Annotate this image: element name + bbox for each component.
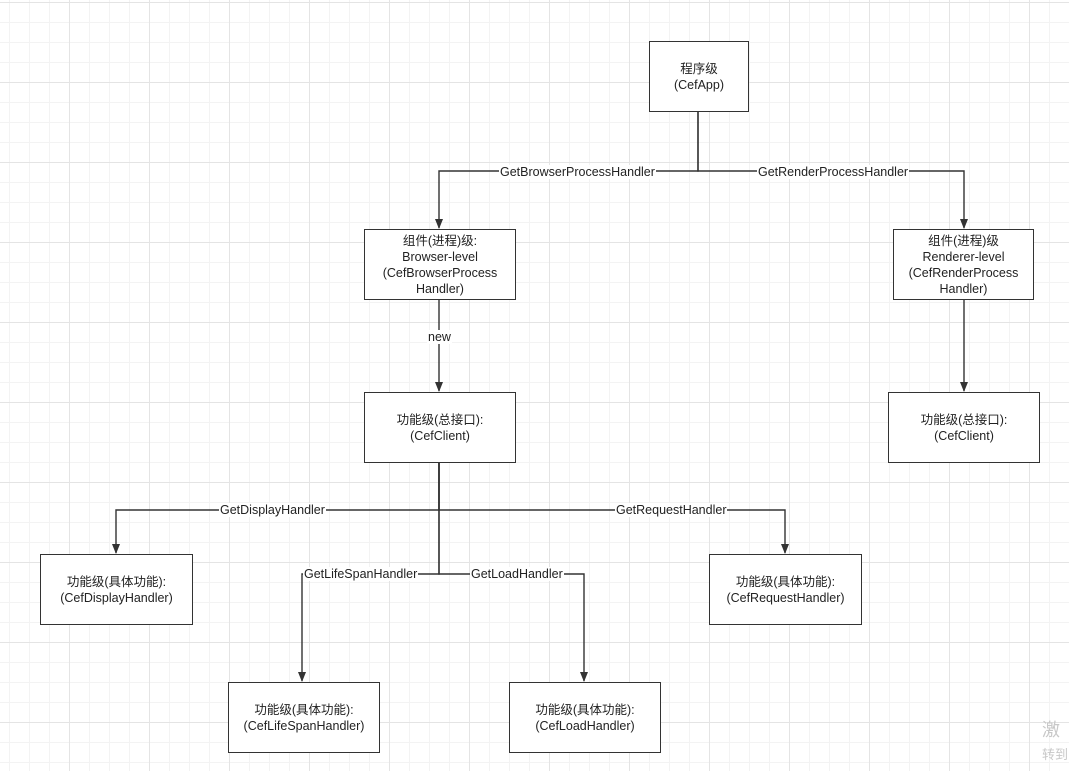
node-load-handler[interactable]: 功能级(具体功能): (CefLoadHandler) <box>509 682 661 753</box>
node-cef-app-label: 程序级 (CefApp) <box>673 61 725 92</box>
node-cef-app[interactable]: 程序级 (CefApp) <box>649 41 749 112</box>
node-load-handler-label: 功能级(具体功能): (CefLoadHandler) <box>535 702 635 733</box>
node-display-handler[interactable]: 功能级(具体功能): (CefDisplayHandler) <box>40 554 193 625</box>
node-lifespan-handler[interactable]: 功能级(具体功能): (CefLifeSpanHandler) <box>228 682 380 753</box>
watermark-line-2: 转到 <box>1042 748 1069 763</box>
node-display-handler-label: 功能级(具体功能): (CefDisplayHandler) <box>60 574 173 605</box>
edge-label-get-browser-process-handler: GetBrowserProcessHandler <box>499 165 656 179</box>
node-renderer-level-label: 组件(进程)级 Renderer-level (CefRenderProcess… <box>908 233 1019 296</box>
node-browser-level-label: 组件(进程)级: Browser-level (CefBrowserProces… <box>382 233 498 296</box>
node-request-handler[interactable]: 功能级(具体功能): (CefRequestHandler) <box>709 554 862 625</box>
edge-client-to-request-handler <box>438 463 789 554</box>
edge-label-get-request-handler: GetRequestHandler <box>615 503 728 517</box>
watermark-line-1: 激 <box>1042 720 1060 741</box>
edge-label-get-lifespan-handler: GetLifeSpanHandler <box>303 567 419 581</box>
node-browser-level[interactable]: 组件(进程)级: Browser-level (CefBrowserProces… <box>364 229 516 300</box>
edge-label-get-display-handler: GetDisplayHandler <box>219 503 326 517</box>
node-client-browser[interactable]: 功能级(总接口): (CefClient) <box>364 392 516 463</box>
node-renderer-level[interactable]: 组件(进程)级 Renderer-level (CefRenderProcess… <box>893 229 1034 300</box>
node-client-renderer-label: 功能级(总接口): (CefClient) <box>920 412 1008 443</box>
edge-label-new: new <box>427 330 452 344</box>
node-client-renderer[interactable]: 功能级(总接口): (CefClient) <box>888 392 1040 463</box>
node-client-browser-label: 功能级(总接口): (CefClient) <box>396 412 484 443</box>
node-request-handler-label: 功能级(具体功能): (CefRequestHandler) <box>726 574 845 605</box>
edge-label-get-load-handler: GetLoadHandler <box>470 567 564 581</box>
node-lifespan-handler-label: 功能级(具体功能): (CefLifeSpanHandler) <box>243 702 365 733</box>
edge-label-get-render-process-handler: GetRenderProcessHandler <box>757 165 910 179</box>
